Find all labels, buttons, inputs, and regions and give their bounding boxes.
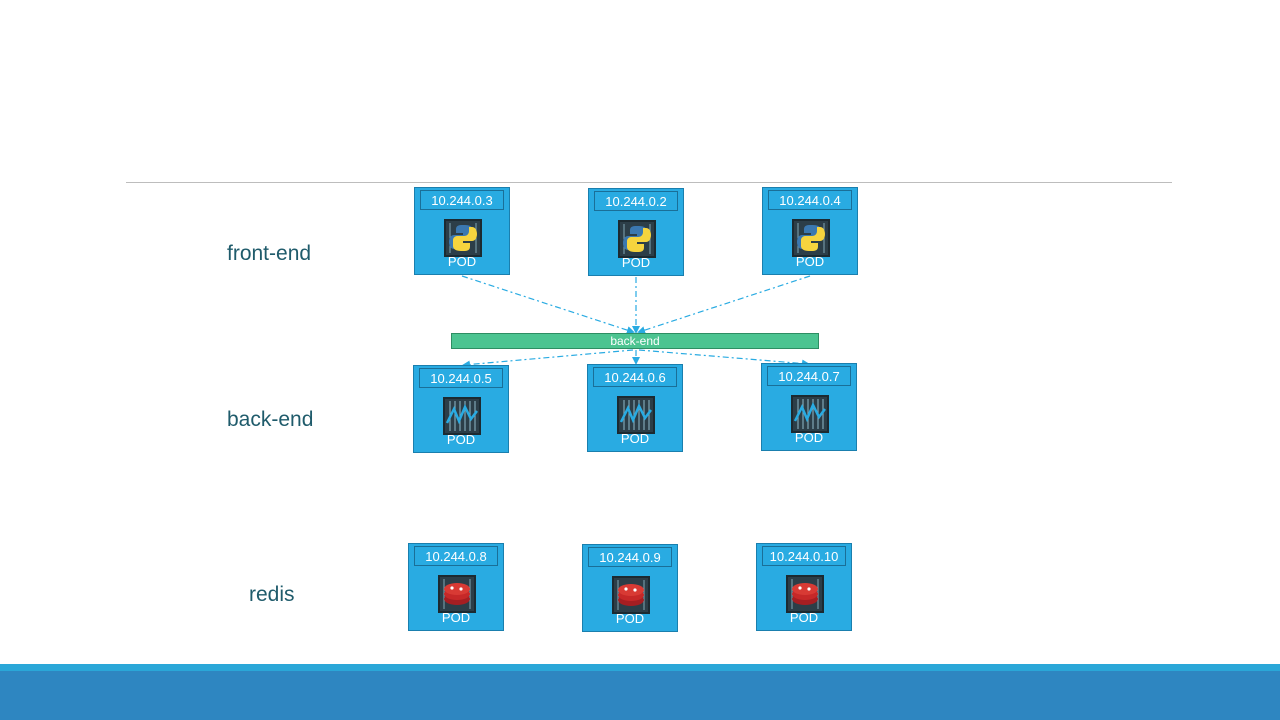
pod-label: POD: [446, 432, 476, 447]
tier-label-redis: redis: [249, 583, 295, 606]
python-icon: [792, 219, 830, 257]
edge-service-to-backend-3: [638, 349, 810, 368]
backend-service: back-end: [451, 333, 819, 349]
redis-pod-1: 10.244.0.8 POD: [408, 543, 504, 631]
pod-ip: 10.244.0.3: [420, 190, 504, 210]
pod-label: POD: [620, 431, 650, 446]
pod-label: POD: [441, 610, 471, 625]
edge-frontend-1-to-service: [461, 275, 635, 334]
redis-pod-2: 10.244.0.9 POD: [582, 544, 678, 632]
pod-label: POD: [447, 254, 477, 269]
pod-label: POD: [795, 254, 825, 269]
backend-pod-2: 10.244.0.6 POD: [587, 364, 683, 452]
python-icon: [444, 219, 482, 257]
pod-ip: 10.244.0.7: [767, 366, 851, 386]
python-icon: [618, 220, 656, 258]
backend-pod-3: 10.244.0.7 POD: [761, 363, 857, 451]
redis-icon: [786, 575, 824, 613]
header-divider: [126, 182, 1172, 183]
app-icon: [791, 395, 829, 433]
frontend-pod-1: 10.244.0.3 POD: [414, 187, 510, 275]
pod-ip: 10.244.0.10: [762, 546, 846, 566]
pod-ip: 10.244.0.9: [588, 547, 672, 567]
app-icon: [617, 396, 655, 434]
pod-ip: 10.244.0.2: [594, 191, 678, 211]
frontend-pod-2: 10.244.0.2 POD: [588, 188, 684, 276]
tier-label-backend: back-end: [227, 408, 314, 431]
backend-pod-1: 10.244.0.5 POD: [413, 365, 509, 453]
frontend-pod-3: 10.244.0.4 POD: [762, 187, 858, 275]
edge-service-to-backend-1: [462, 349, 634, 369]
pod-label: POD: [789, 610, 819, 625]
pod-ip: 10.244.0.5: [419, 368, 503, 388]
pod-label: POD: [794, 430, 824, 445]
pod-label: POD: [621, 255, 651, 270]
footer-band: [0, 671, 1280, 720]
pod-ip: 10.244.0.6: [593, 367, 677, 387]
pod-ip: 10.244.0.4: [768, 190, 852, 210]
app-icon: [443, 397, 481, 435]
pod-label: POD: [615, 611, 645, 626]
redis-icon: [438, 575, 476, 613]
edge-frontend-3-to-service: [637, 275, 811, 334]
redis-pod-3: 10.244.0.10 POD: [756, 543, 852, 631]
pod-ip: 10.244.0.8: [414, 546, 498, 566]
footer-stripe: [0, 664, 1280, 671]
tier-label-frontend: front-end: [227, 242, 312, 265]
redis-icon: [612, 576, 650, 614]
